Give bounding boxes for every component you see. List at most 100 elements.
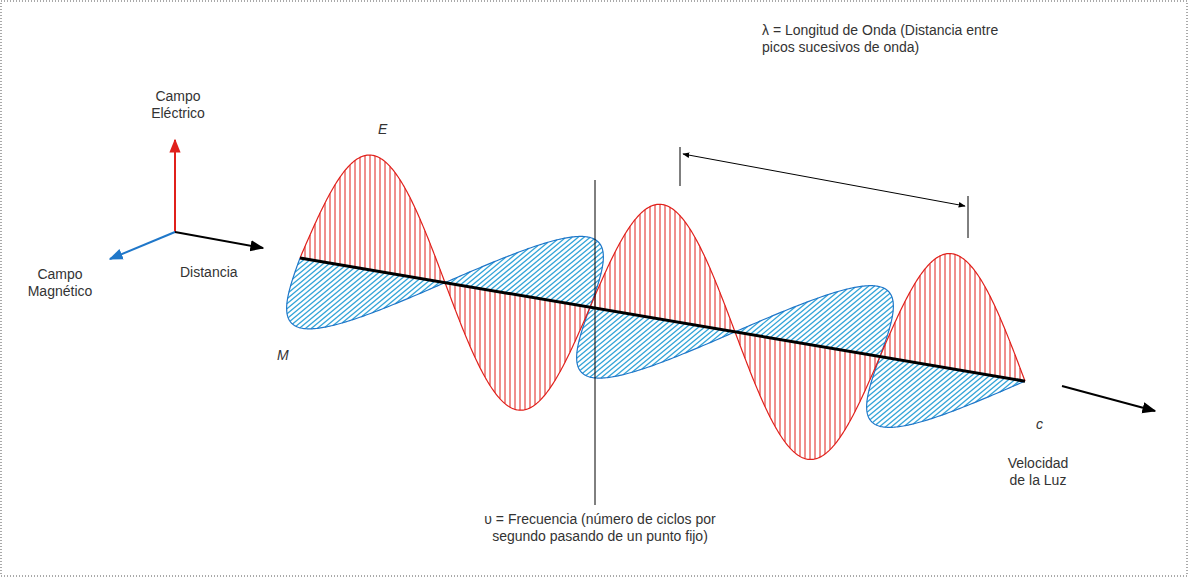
hatch-line — [795, 342, 796, 453]
hatch-line — [988, 379, 1010, 398]
hatch-line — [605, 273, 606, 310]
hatch-line — [290, 267, 355, 321]
hatch-line — [855, 352, 856, 411]
hatch-line — [288, 266, 350, 317]
hatch-line — [580, 317, 645, 371]
hatch-line — [395, 173, 396, 275]
hatch-line — [333, 274, 395, 325]
hatch-line — [505, 293, 506, 404]
hatch-line — [867, 362, 915, 402]
hatch-line — [510, 294, 511, 407]
hatch-line — [396, 279, 425, 303]
hatch-line — [665, 205, 666, 320]
hatch-line — [373, 278, 415, 313]
magnetic-wave — [287, 236, 1025, 427]
hatch-line — [970, 265, 971, 372]
hatch-line — [905, 301, 906, 360]
hatch-line — [330, 194, 331, 264]
hatch-line — [650, 207, 651, 318]
hatch-line — [860, 353, 861, 401]
hatch-line — [355, 161, 356, 268]
hatch-line — [495, 291, 496, 393]
hatch-line — [920, 276, 921, 364]
hatch-line — [1005, 329, 1006, 377]
hatch-line — [287, 266, 345, 314]
hatch-line — [790, 341, 791, 448]
hatch-line — [780, 292, 838, 340]
hatch-line — [900, 312, 901, 360]
hatch-line — [840, 350, 841, 438]
hatch-line — [575, 305, 576, 342]
hatch-line — [390, 166, 391, 273]
hatch-line — [913, 373, 975, 424]
hatch-line — [460, 285, 461, 322]
hatch-line — [545, 252, 603, 300]
hatch-line — [380, 158, 381, 271]
hatch-line — [555, 301, 556, 380]
hatch-line — [895, 322, 896, 359]
frequency-note: υ = Frecuencia (número de ciclos por seg… — [472, 511, 728, 545]
hatch-line — [455, 284, 456, 309]
hatch-line — [660, 204, 661, 319]
hatch-line — [915, 283, 916, 362]
speed-label: Velocidad de la Luz — [998, 455, 1078, 489]
hatch-line — [425, 231, 426, 279]
hatch-line — [935, 259, 936, 366]
hatch-line — [625, 234, 626, 313]
hatch-line — [965, 260, 966, 371]
hatch-line — [940, 256, 941, 367]
hatch-line — [725, 305, 726, 330]
hatch-line — [810, 345, 811, 460]
electric-axis-arrow — [174, 140, 176, 232]
hatch-line — [670, 207, 671, 320]
hatch-line — [470, 287, 471, 346]
hatch-line — [515, 295, 516, 410]
hatch-line — [570, 304, 571, 352]
frequency-marker-line — [595, 180, 596, 505]
hatch-line — [1010, 342, 1011, 379]
hatch-line — [480, 249, 528, 289]
hatch-line — [375, 156, 376, 271]
hatch-line — [663, 327, 705, 362]
hatch-line — [925, 269, 926, 364]
hatch-line — [976, 378, 1005, 402]
hatch-line — [930, 263, 931, 365]
hatch-line — [408, 280, 430, 299]
hatch-line — [480, 289, 481, 368]
hatch-line — [600, 284, 601, 309]
hatch-line — [675, 211, 676, 322]
hatch-line — [942, 375, 990, 415]
wavelength-arrow — [683, 154, 965, 206]
hatch-line — [953, 376, 995, 411]
hatch-line — [520, 295, 521, 410]
hatch-line — [435, 256, 436, 281]
hatch-line — [850, 316, 892, 351]
hatch-line — [623, 323, 685, 374]
hatch-line — [495, 240, 557, 291]
axis-label: Distancia — [180, 264, 238, 281]
hatch-line — [770, 338, 771, 417]
hatch-line — [870, 355, 871, 380]
hatch-line — [540, 299, 541, 401]
hatch-line — [805, 344, 806, 459]
magnetic-axis-arrow — [110, 232, 175, 259]
field-symbol: E — [378, 121, 387, 138]
hatch-line — [430, 243, 431, 280]
wavelength-tick — [968, 196, 969, 238]
hatch-line — [960, 257, 961, 370]
hatch-line — [1015, 355, 1016, 380]
hatch-line — [578, 316, 640, 367]
hatch-line — [560, 267, 602, 302]
hatch-line — [615, 252, 616, 311]
hatch-line — [320, 213, 321, 261]
hatch-line — [345, 170, 346, 265]
hatch-line — [287, 264, 335, 304]
hatch-line — [645, 210, 646, 317]
hatch-line — [835, 301, 893, 349]
hatch-line — [350, 165, 351, 267]
hatch-line — [540, 248, 602, 299]
hatch-line — [630, 226, 631, 314]
hatch-line — [700, 247, 701, 326]
